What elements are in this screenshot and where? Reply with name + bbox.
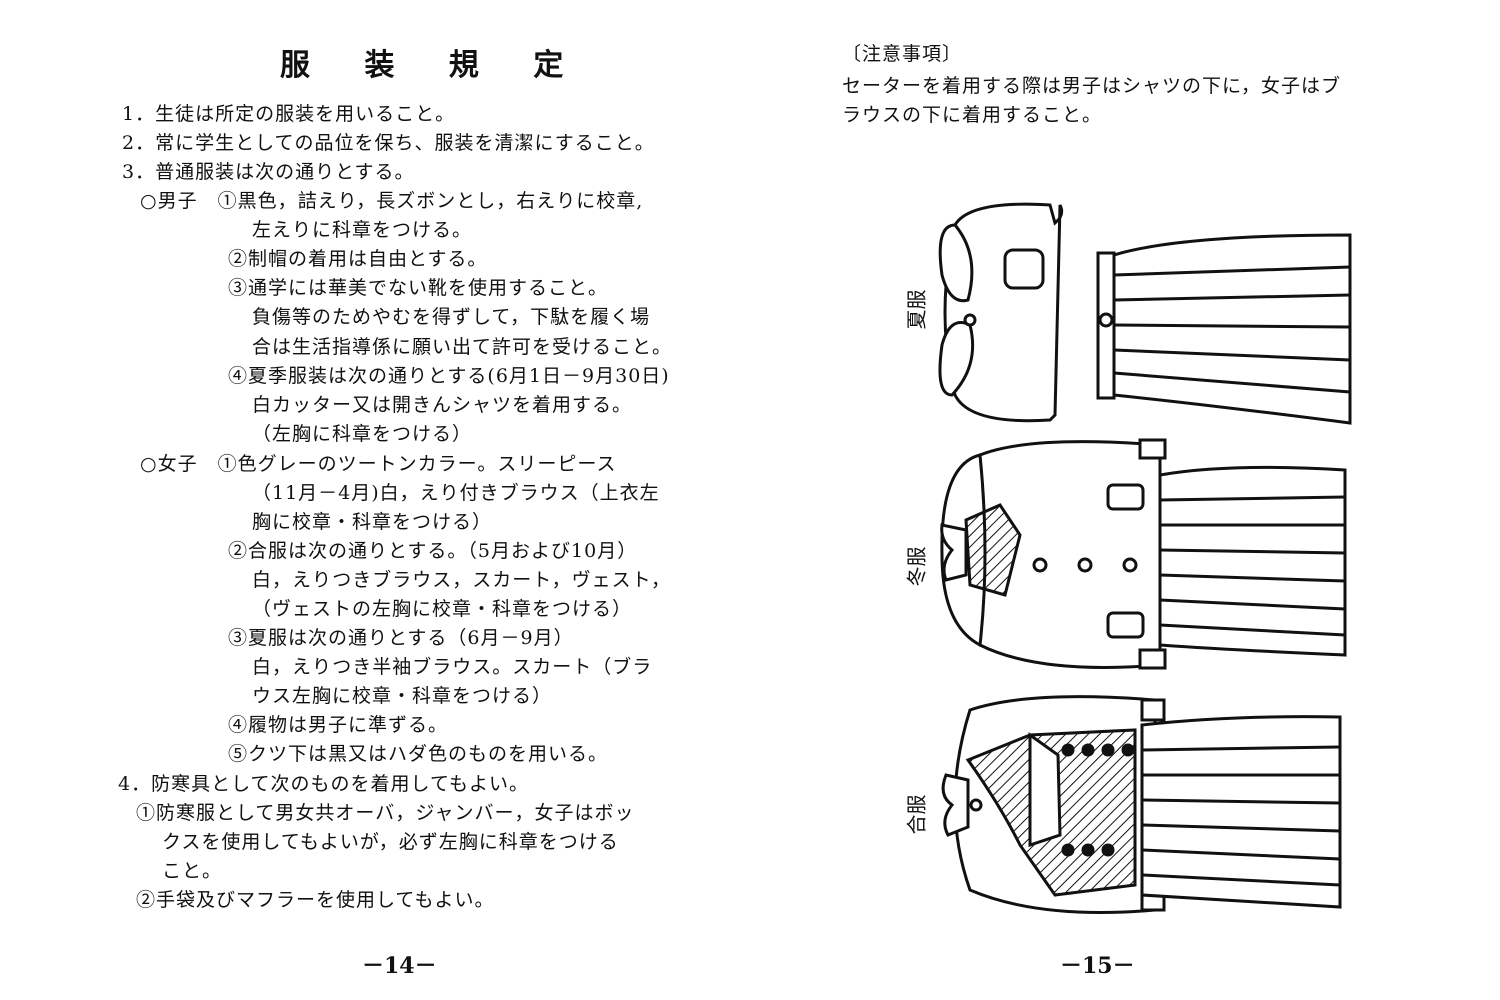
uniform-illustrations	[938, 202, 1352, 914]
page-number-left: －14－	[362, 953, 437, 979]
rule-line: 3．普通服装は次の通りとする。	[122, 161, 415, 183]
rule-line: 負傷等のためやむを得ずして，下駄を履く場	[252, 306, 651, 328]
right-page: 〔注意事項〕 セーターを着用する際は男子はシャツの下に，女子はブ ラウスの下に着…	[750, 0, 1500, 1000]
rule-line: 4．防寒具として次のものを着用してもよい。	[118, 773, 529, 795]
rule-line: （ヴェストの左胸に校章・科章をつける）	[252, 598, 633, 620]
midseason-uniform-drawing	[941, 695, 1342, 914]
note-line: セーターを着用する際は男子はシャツの下に，女子はブ	[842, 75, 1342, 97]
rule-line: ②制帽の着用は自由とする。	[228, 248, 488, 270]
rule-line: （11月－4月)白，えり付きブラウス（上衣左	[252, 482, 660, 504]
rule-line: 2．常に学生としての品位を保ち、服装を清潔にすること。	[122, 132, 655, 154]
page-title: 服 装 規 定	[280, 48, 586, 83]
rule-line: ○男子 ①黒色，詰えり，長ズボンとし，右えりに校章,	[140, 190, 644, 212]
rule-line: ②手袋及びマフラーを使用してもよい。	[136, 889, 495, 911]
rule-line: ①防寒服として男女共オーバ，ジャンバー，女子はボッ	[136, 802, 635, 824]
rule-line: ③通学には華美でない靴を使用すること。	[228, 277, 609, 299]
rule-line: ウス左胸に校章・科章をつける）	[252, 685, 553, 707]
page-number-right: －15－	[1060, 953, 1135, 979]
rule-line: 白，えりつき半袖ブラウス。スカート（ブラ	[252, 656, 653, 678]
rule-line: （左胸に科章をつける）	[252, 423, 473, 445]
rule-line: 左えりに科章をつける。	[252, 219, 473, 241]
rule-line: ②合服は次の通りとする。（5月および10月）	[228, 540, 638, 562]
winter-uniform-drawing	[940, 438, 1347, 670]
note-line: ラウスの下に着用すること。	[842, 104, 1103, 126]
rule-line: ④履物は男子に準ずる。	[228, 714, 449, 736]
rule-line: ○女子 ①色グレーのツートンカラー。スリーピース	[140, 453, 617, 475]
left-page: 服 装 規 定 1．生徒は所定の服装を用いること。 2．常に学生としての品位を保…	[118, 48, 673, 979]
summer-uniform-drawing	[938, 202, 1352, 425]
rule-line: 胸に校章・科章をつける）	[252, 511, 493, 533]
rule-line: こと。	[162, 860, 223, 882]
rule-line: クスを使用してもよいが，必ず左胸に科章をつける	[162, 831, 619, 853]
note-heading: 〔注意事項〕	[842, 43, 963, 65]
rule-line: 白カッター又は開きんシャツを着用する。	[252, 394, 633, 416]
rule-line: 合は生活指導係に願い出て許可を受けること。	[252, 336, 673, 358]
rule-line: ③夏服は次の通りとする（6月－9月）	[228, 627, 574, 649]
rule-line: 1．生徒は所定の服装を用いること。	[122, 103, 456, 125]
rule-line: 白，えりつきブラウス，スカート，ヴェスト，	[252, 569, 672, 591]
rule-line: ⑤クツ下は黒又はハダ色のものを用いる。	[228, 743, 609, 765]
rule-line: ④夏季服装は次の通りとする(6月1日－9月30日)	[228, 365, 670, 387]
